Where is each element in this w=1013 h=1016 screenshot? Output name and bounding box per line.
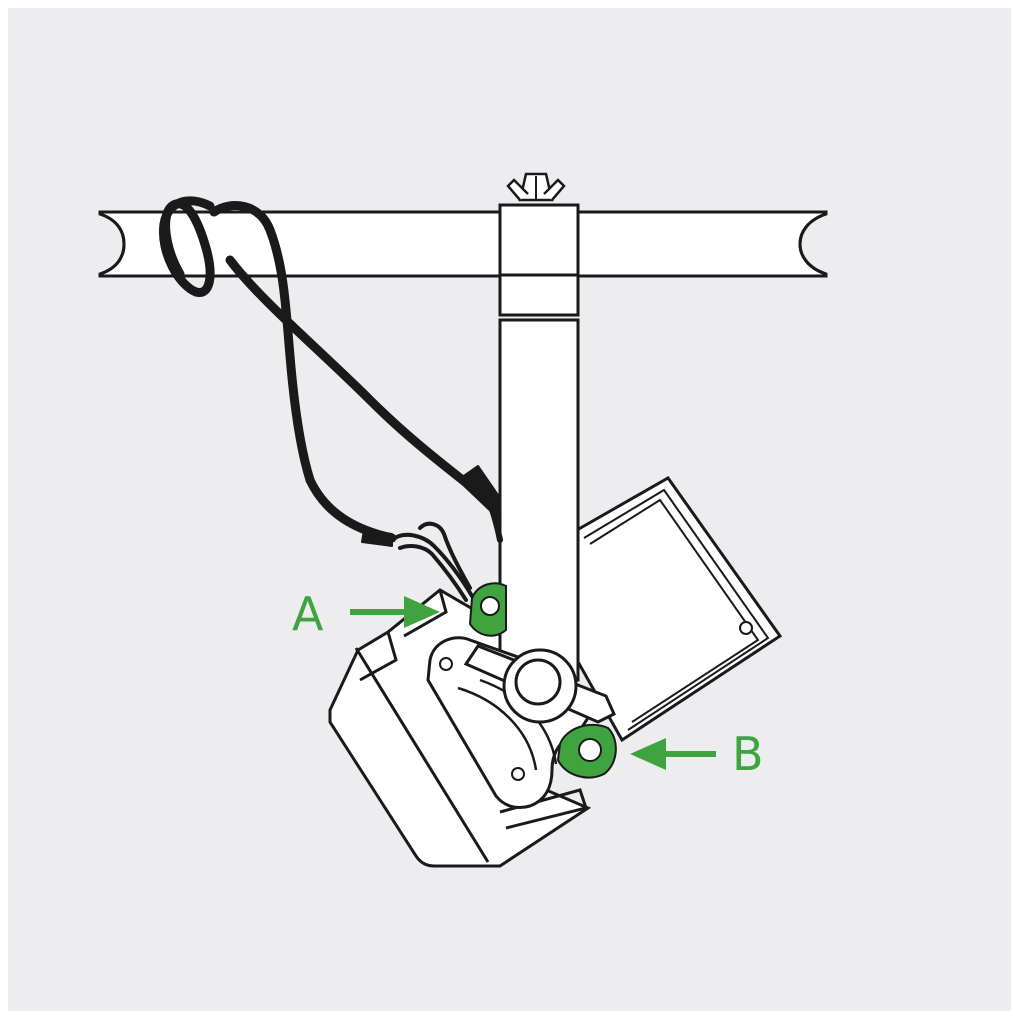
callout-a-arrowhead [404, 596, 440, 628]
stem-lower [498, 318, 580, 682]
callout-a: A [292, 587, 440, 641]
callout-b-arrowhead [630, 738, 666, 770]
mounting-eye-icon [556, 723, 617, 779]
clamp-icon [498, 172, 580, 277]
callout-b: B [630, 727, 764, 781]
callout-a-label: A [292, 587, 324, 641]
rear-module [575, 476, 783, 743]
vertical-stem [498, 273, 580, 322]
mounting-eye-icon [468, 582, 507, 637]
callout-b-label: B [732, 727, 764, 781]
wing-bolt-icon [463, 644, 616, 724]
safety-cable-icon [158, 196, 503, 602]
